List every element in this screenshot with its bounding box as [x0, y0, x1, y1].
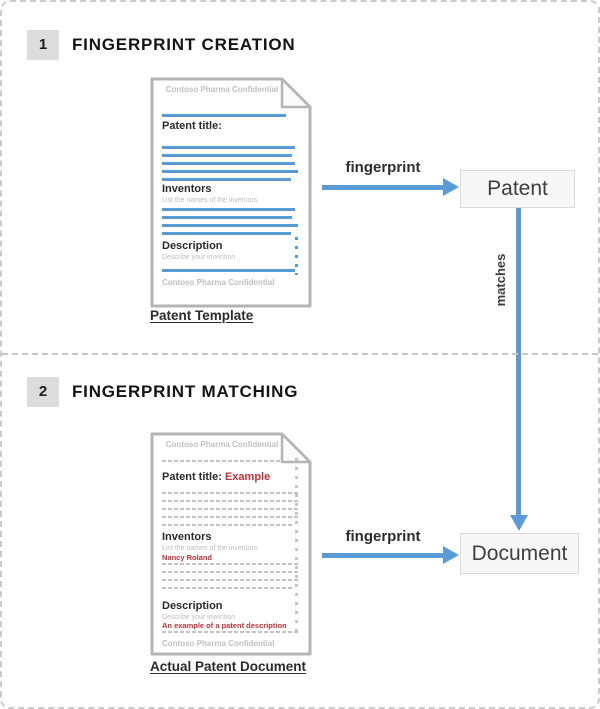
matches-arrow-shaft: [516, 208, 521, 516]
redacted-text-line: [162, 460, 282, 462]
patent-result-box: Patent: [460, 170, 575, 208]
redacted-text-line: [162, 508, 298, 510]
fingerprint-arrow-shaft: [322, 553, 444, 558]
content-line: [162, 146, 295, 149]
doc-header-confidential: Contoso Pharma Confidential: [165, 85, 279, 94]
matches-label: matches: [493, 253, 508, 307]
redacted-text-line: [162, 631, 298, 633]
matches-arrowhead-icon: [510, 515, 528, 531]
content-line: [162, 224, 298, 227]
doc-header-confidential: Contoso Pharma Confidential: [165, 440, 279, 449]
description-label: Description: [162, 600, 223, 612]
content-line: [162, 208, 295, 211]
fingerprint-arrow-label: fingerprint: [345, 159, 421, 176]
doc-footer-confidential: Contoso Pharma Confidential: [162, 278, 275, 287]
redacted-text-line: [162, 500, 298, 502]
inventors-hint: List the names of the inventors: [162, 545, 258, 552]
patent-title-label: Patent title:: [162, 471, 222, 483]
inventors-value: Nancy Roland: [162, 553, 213, 562]
patent-result-label: Patent: [487, 177, 548, 200]
redacted-text-line: [162, 579, 298, 581]
content-line: [162, 232, 291, 235]
document-outline-icon: [150, 432, 312, 656]
patent-template-caption: Patent Template: [150, 308, 254, 323]
inventors-label: Inventors: [162, 531, 212, 543]
fingerprint-arrow-shaft: [322, 185, 444, 190]
actual-patent-document-caption: Actual Patent Document: [150, 659, 307, 674]
description-hint: Describe your invention: [162, 254, 236, 261]
description-hint: Describe your invention: [162, 614, 236, 621]
redacted-text-line: [162, 587, 294, 589]
patent-title-label: Patent title:: [162, 120, 222, 132]
description-label: Description: [162, 240, 223, 252]
document-result-box: Document: [460, 533, 579, 574]
title-rule-line: [162, 114, 286, 117]
inventors-label: Inventors: [162, 183, 212, 195]
content-line: [162, 178, 291, 181]
section2-number-badge: 2: [27, 377, 59, 407]
fingerprint-arrowhead-icon: [443, 178, 459, 196]
section2-title: FINGERPRINT MATCHING: [72, 382, 299, 401]
fingerprint-arrow-label: fingerprint: [345, 528, 421, 545]
section1-number-badge: 1: [27, 30, 59, 60]
content-line: [162, 216, 292, 219]
patent-title-row: Patent title: Example: [162, 471, 270, 483]
document-result-label: Document: [471, 541, 568, 565]
redacted-text-line: [162, 492, 298, 494]
description-value: An example of a patent description: [162, 621, 287, 630]
content-line: [162, 269, 295, 272]
content-line: [162, 170, 298, 173]
content-line: [162, 154, 292, 157]
doc-footer-confidential: Contoso Pharma Confidential: [162, 639, 275, 648]
dotted-margin-line: [295, 237, 298, 275]
redacted-text-line: [162, 563, 298, 565]
dotted-margin-line: [295, 458, 298, 636]
content-line: [162, 162, 295, 165]
patent-template-document: Contoso Pharma Confidential Patent title…: [150, 77, 312, 308]
inventors-hint: List the names of the inventors: [162, 197, 258, 204]
section-divider: [2, 353, 598, 355]
section1-title: FINGERPRINT CREATION: [72, 35, 296, 54]
patent-title-value: Example: [224, 471, 271, 483]
redacted-text-line: [162, 516, 298, 518]
redacted-text-line: [162, 571, 298, 573]
redacted-text-line: [162, 524, 294, 526]
fingerprint-arrowhead-icon: [443, 546, 459, 564]
document-outline-icon: [150, 77, 312, 308]
actual-patent-document: Contoso Pharma Confidential Patent title…: [150, 432, 312, 656]
